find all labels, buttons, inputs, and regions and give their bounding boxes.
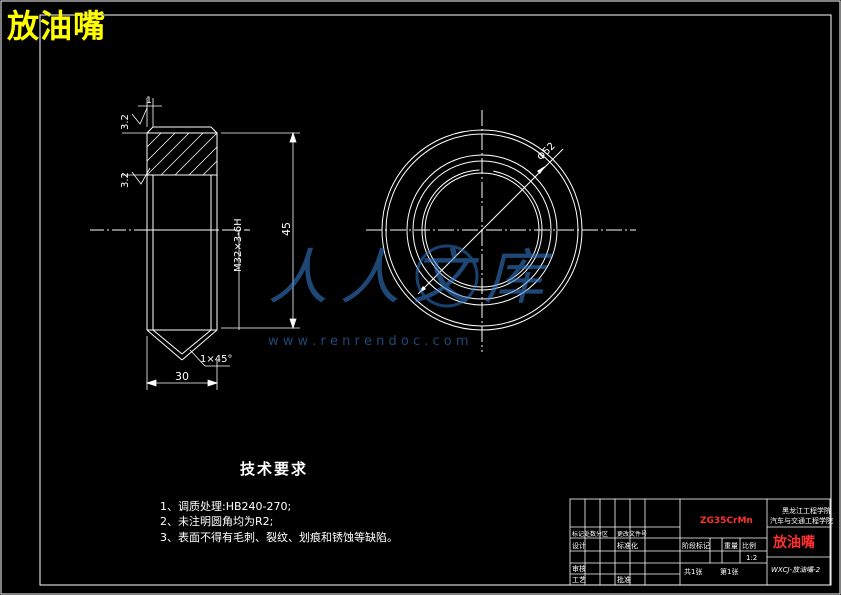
title-block (569, 498, 831, 586)
tb-school: 黑龙江工程学院 (782, 506, 831, 515)
length-label: 45 (280, 222, 293, 236)
tb-designer-label: 设计 (572, 541, 586, 550)
roughness-label-lower: 3.2 (120, 172, 131, 188)
side-view (366, 110, 636, 352)
title-block-text: 标记处数分区 更改文件号 设计 标准化 审核 工艺 批准 ZG35CrMn 黑龙… (572, 506, 833, 584)
tb-scale: 1:2 (746, 554, 757, 562)
tb-sheets-total: 共1张 (684, 567, 702, 576)
front-view (90, 126, 250, 361)
watermark-url: w w w . r e n r e n d o c . c o m (268, 334, 469, 349)
tb-mark-label: 标记处数分区 (572, 530, 608, 538)
tb-scale-label: 比例 (742, 541, 756, 550)
tb-drawing-no: WXCJ-放油嘴-2 (771, 566, 821, 574)
tech-req-item: 3、表面不得有毛刺、裂纹、划痕和锈蚀等缺陷。 (160, 530, 398, 544)
outer-circle (381, 129, 583, 331)
tb-material: ZG35CrMn (700, 516, 753, 526)
tech-req-title: 技术要求 (240, 460, 308, 478)
tb-approve-label: 批准 (617, 575, 631, 584)
tb-stage-label: 阶段标记 (682, 541, 710, 550)
tb-part-name: 放油嘴 (772, 534, 815, 551)
inner-circle (421, 169, 543, 291)
top-width-label: 1 (146, 96, 152, 106)
diameter-label: Φ52 (535, 141, 557, 163)
hatch-lines (146, 132, 218, 176)
watermark-ring (415, 244, 479, 308)
tb-change-label: 更改文件号 (617, 530, 647, 538)
inner-border (39, 14, 832, 586)
roughness-symbol-upper (131, 107, 148, 125)
middle-circle (406, 154, 558, 306)
diameter-leader (417, 148, 564, 295)
tb-department: 汽车与交通工程学院 (770, 516, 833, 525)
tech-req-item: 2、未注明圆角均为R2; (160, 514, 273, 528)
watermark: 人人文库 w w w . r e n r e n d o c . c o m (268, 243, 556, 349)
front-dim-text: 1 3.2 3.2 M32×3-6H 45 1×45° 30 (120, 96, 293, 383)
tb-weight-label: 重量 (724, 542, 738, 550)
tb-process-label: 工艺 (572, 576, 586, 584)
hatched-section (146, 132, 218, 176)
roughness-label-upper: 3.2 (120, 114, 131, 130)
thread-label: M32×3-6H (233, 218, 244, 272)
watermark-brand: 人人文库 (268, 243, 556, 313)
tb-sheet-no: 第1张 (720, 567, 738, 576)
tech-req-item: 1、调质处理:HB240-270; (160, 500, 291, 513)
tb-checker-label: 审核 (572, 564, 586, 573)
front-dimensions (122, 98, 300, 390)
tb-std-label: 标准化 (617, 541, 638, 550)
overlay-title: 放油嘴 (7, 7, 107, 45)
roughness-symbol-lower (131, 167, 151, 185)
chamfer-label: 1×45° (200, 354, 232, 365)
width-label: 30 (175, 370, 189, 383)
tech-requirements: 技术要求 1、调质处理:HB240-270; 2、未注明圆角均为R2; 3、表面… (160, 460, 398, 544)
